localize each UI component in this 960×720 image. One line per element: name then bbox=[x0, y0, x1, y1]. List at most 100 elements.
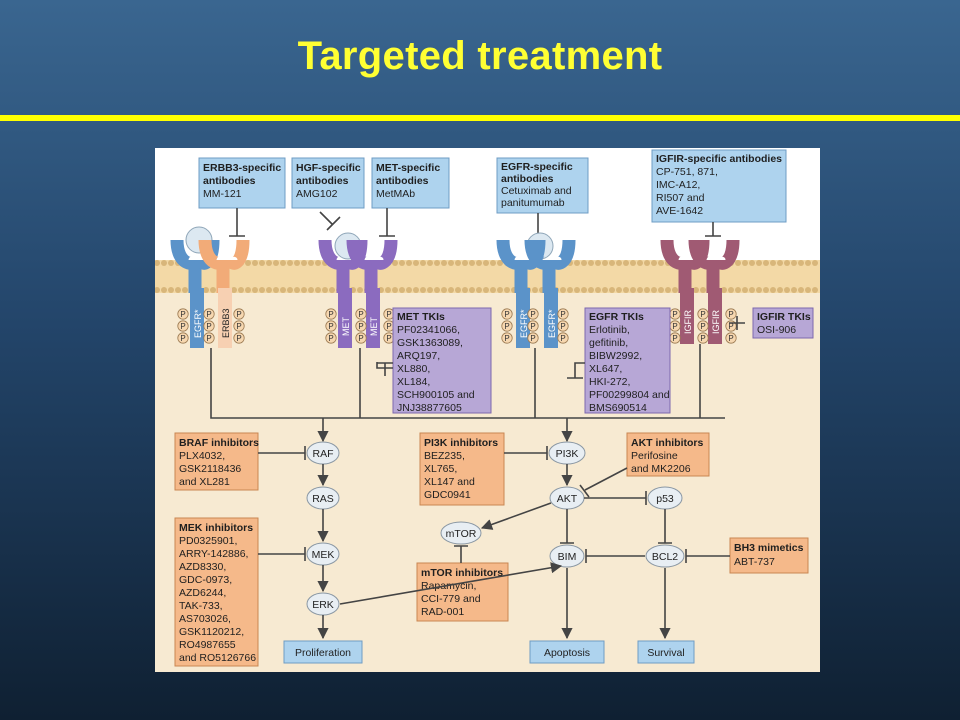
membrane-bead bbox=[301, 287, 307, 293]
membrane-bead bbox=[581, 260, 587, 266]
phospho-site: P bbox=[669, 308, 681, 320]
svg-text:XL147 and: XL147 and bbox=[424, 476, 475, 488]
membrane-bead bbox=[644, 260, 650, 266]
membrane-bead bbox=[280, 260, 286, 266]
svg-text:HGF-specific: HGF-specific bbox=[296, 162, 361, 174]
phospho-label: P bbox=[560, 322, 565, 331]
membrane-bead bbox=[448, 260, 454, 266]
svg-text:SCH900105 and: SCH900105 and bbox=[397, 389, 475, 401]
phospho-site: P bbox=[355, 320, 367, 332]
title-rule bbox=[0, 115, 960, 121]
membrane-bead bbox=[644, 287, 650, 293]
phospho-label: P bbox=[328, 334, 333, 343]
membrane-bead bbox=[623, 260, 629, 266]
egfr-antibodies-box: EGFR-specific antibodies Cetuximab and p… bbox=[496, 157, 589, 214]
svg-text:EGFR*: EGFR* bbox=[547, 309, 557, 338]
svg-text:MET-specific: MET-specific bbox=[376, 162, 440, 174]
membrane-bead bbox=[490, 287, 496, 293]
svg-text:Erlotinib,: Erlotinib, bbox=[589, 324, 630, 336]
node-p53: p53 bbox=[647, 486, 683, 510]
phospho-site: P bbox=[725, 308, 737, 320]
braf-inhibitors-box: BRAF inhibitors PLX4032, GSK2118436 and … bbox=[174, 432, 259, 491]
mtor-inhibitors-box: mTOR inhibitors Rapamycin, CCI-779 and R… bbox=[416, 562, 509, 622]
membrane-bead bbox=[161, 260, 167, 266]
membrane-bead bbox=[161, 287, 167, 293]
svg-text:IGFIR: IGFIR bbox=[711, 310, 721, 334]
phospho-label: P bbox=[530, 334, 535, 343]
svg-text:RAF: RAF bbox=[313, 448, 334, 460]
phospho-label: P bbox=[504, 310, 509, 319]
phospho-label: P bbox=[672, 322, 677, 331]
phospho-site: P bbox=[177, 332, 189, 344]
membrane-bead bbox=[322, 287, 328, 293]
membrane-bead bbox=[721, 287, 727, 293]
membrane-bead bbox=[532, 287, 538, 293]
membrane-bead bbox=[756, 260, 762, 266]
membrane-bead bbox=[616, 260, 622, 266]
membrane-bead bbox=[728, 287, 734, 293]
phospho-label: P bbox=[328, 322, 333, 331]
membrane-bead bbox=[441, 260, 447, 266]
membrane-bead bbox=[259, 287, 265, 293]
svg-text:MET TKIs: MET TKIs bbox=[397, 311, 445, 323]
membrane-bead bbox=[315, 260, 321, 266]
phospho-site: P bbox=[325, 332, 337, 344]
membrane-bead bbox=[637, 260, 643, 266]
egfr-tkis-box: EGFR TKIs Erlotinib, gefitinib, BIBW2992… bbox=[584, 307, 671, 414]
svg-text:MET: MET bbox=[369, 317, 379, 337]
membrane-bead bbox=[602, 260, 608, 266]
receptor-met-2: MET bbox=[346, 239, 398, 348]
svg-text:RI507 and: RI507 and bbox=[656, 192, 705, 204]
phospho-site: P bbox=[669, 332, 681, 344]
membrane-bead bbox=[658, 260, 664, 266]
svg-text:RAD-001: RAD-001 bbox=[421, 606, 464, 618]
phospho-site: P bbox=[203, 308, 215, 320]
svg-text:panitumumab: panitumumab bbox=[501, 197, 565, 209]
svg-text:AKT inhibitors: AKT inhibitors bbox=[631, 437, 703, 449]
met-antibodies-box: MET-specific antibodies MetMAb bbox=[371, 157, 450, 209]
membrane-bead bbox=[784, 287, 790, 293]
svg-text:p53: p53 bbox=[656, 493, 674, 505]
svg-text:AVE-1642: AVE-1642 bbox=[656, 205, 703, 217]
membrane-bead bbox=[595, 260, 601, 266]
membrane-bead bbox=[385, 287, 391, 293]
membrane-bead bbox=[308, 287, 314, 293]
membrane-bead bbox=[798, 287, 804, 293]
membrane-bead bbox=[329, 287, 335, 293]
svg-text:antibodies: antibodies bbox=[296, 175, 349, 187]
membrane-bead bbox=[420, 260, 426, 266]
membrane-bead bbox=[574, 260, 580, 266]
membrane-bead bbox=[294, 260, 300, 266]
membrane-bead bbox=[182, 287, 188, 293]
node-ras: RAS bbox=[306, 486, 340, 510]
svg-text:IGFIR TKIs: IGFIR TKIs bbox=[757, 311, 811, 323]
membrane-bead bbox=[287, 287, 293, 293]
membrane-bead bbox=[630, 260, 636, 266]
phospho-site: P bbox=[383, 308, 395, 320]
membrane-bead bbox=[469, 260, 475, 266]
svg-text:TAK-733,: TAK-733, bbox=[179, 600, 223, 612]
membrane-bead bbox=[455, 287, 461, 293]
membrane-bead bbox=[392, 260, 398, 266]
svg-text:PI3K: PI3K bbox=[556, 448, 579, 460]
phospho-site: P bbox=[233, 308, 245, 320]
membrane-bead bbox=[595, 287, 601, 293]
membrane-bead bbox=[791, 287, 797, 293]
phospho-label: P bbox=[358, 334, 363, 343]
svg-text:BIBW2992,: BIBW2992, bbox=[589, 350, 642, 362]
membrane-bead bbox=[609, 260, 615, 266]
svg-text:AS703026,: AS703026, bbox=[179, 613, 231, 625]
svg-text:EGFR*: EGFR* bbox=[193, 309, 203, 338]
svg-text:MET: MET bbox=[341, 317, 351, 337]
membrane-bead bbox=[434, 260, 440, 266]
membrane-bead bbox=[777, 260, 783, 266]
membrane-bead bbox=[168, 287, 174, 293]
phospho-site: P bbox=[203, 332, 215, 344]
svg-text:BIM: BIM bbox=[558, 551, 577, 563]
membrane-bead bbox=[308, 260, 314, 266]
phospho-site: P bbox=[725, 332, 737, 344]
tki-inhibitions bbox=[376, 316, 745, 379]
svg-text:RO4987655: RO4987655 bbox=[179, 639, 236, 651]
phospho-site: P bbox=[325, 320, 337, 332]
